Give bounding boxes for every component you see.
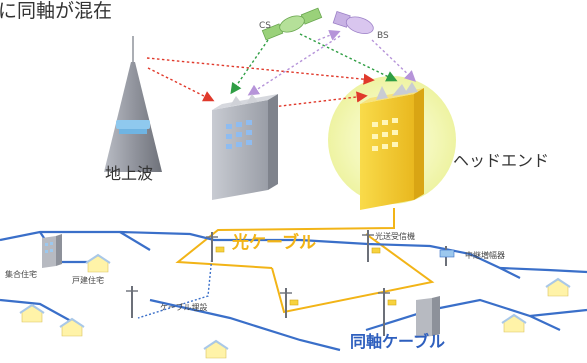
pole-4 xyxy=(126,286,138,318)
multi-dwelling-right xyxy=(416,296,440,338)
relay-amplifier-label: 中継増幅器 xyxy=(465,251,505,260)
relay-amplifier-box xyxy=(439,249,455,258)
multi-dwelling-label: 集合住宅 xyxy=(5,270,37,279)
headend-label: ヘッドエンド xyxy=(453,151,550,170)
bs-satellite xyxy=(332,10,374,34)
buried-cable-line xyxy=(137,255,213,319)
signal-arrows xyxy=(146,29,417,109)
bs-uplink-arrow xyxy=(317,29,341,41)
pole-1 xyxy=(206,232,218,262)
headend-building xyxy=(360,82,424,210)
optical-cable-label: 光ケーブル xyxy=(232,233,316,253)
house-3 xyxy=(59,317,85,337)
broadcast-tower xyxy=(104,36,162,172)
page-title: に同軸が混在 xyxy=(0,0,113,22)
bs-downlink-arrow xyxy=(247,35,341,96)
house-4 xyxy=(203,339,229,359)
optical-transceiver-label: 光送受信機 xyxy=(375,232,415,241)
cs-label: CS xyxy=(259,21,271,31)
pole-2 xyxy=(362,230,374,262)
cs-satellite xyxy=(261,7,323,41)
terrestrial-signal-arrow xyxy=(146,57,375,85)
bs-label: BS xyxy=(377,31,389,41)
coax-cable-label: 同軸ケーブル xyxy=(350,332,446,351)
multi-dwelling-left xyxy=(42,234,62,268)
optical-transceivers xyxy=(215,246,397,306)
buried-cable-label: ケーブル埋設 xyxy=(160,303,208,312)
utility-poles xyxy=(126,230,447,336)
receiving-building xyxy=(212,94,278,200)
house-5 xyxy=(501,313,527,333)
bs-to-headend-arrow xyxy=(371,39,417,82)
terrestrial-to-building-arrow xyxy=(147,67,215,102)
terrestrial-label: 地上波 xyxy=(105,164,154,183)
pole-3 xyxy=(280,288,292,318)
relay-signal-arrow xyxy=(263,91,368,109)
house-1 xyxy=(85,253,111,273)
detached-house-label: 戸建住宅 xyxy=(72,276,104,285)
cs-downlink-arrow xyxy=(230,39,269,95)
house-2 xyxy=(19,303,45,323)
house-6 xyxy=(545,277,571,297)
optical-cable xyxy=(175,208,435,314)
pole-5 xyxy=(378,288,390,336)
houses xyxy=(19,253,571,359)
